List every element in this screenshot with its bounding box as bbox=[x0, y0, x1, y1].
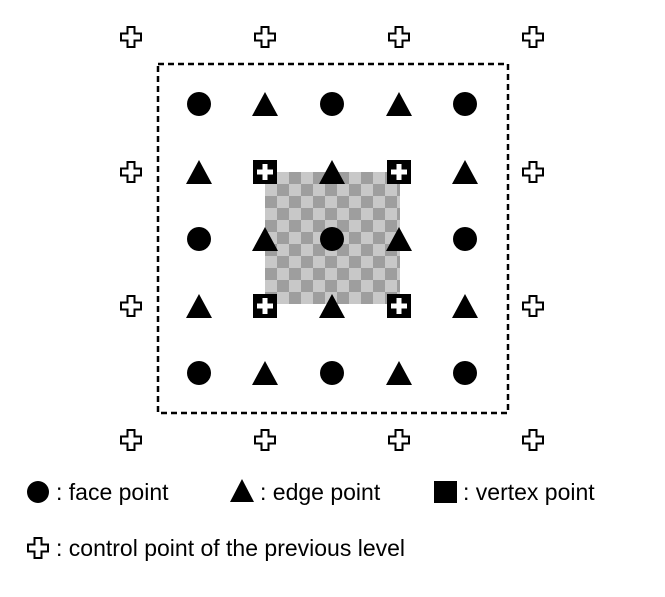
edge-point bbox=[319, 160, 345, 184]
dashed-boundary bbox=[156, 62, 510, 415]
control-point bbox=[120, 161, 142, 183]
legend-face: : face point bbox=[27, 479, 169, 505]
control-point bbox=[388, 429, 410, 451]
legend-vertex: : vertex point bbox=[434, 479, 595, 505]
edge-point bbox=[252, 227, 278, 251]
edge-point bbox=[386, 227, 412, 251]
face-point-icon bbox=[27, 481, 49, 503]
edge-point bbox=[386, 361, 412, 385]
vertex-point-icon bbox=[434, 481, 457, 503]
legend-edge: : edge point bbox=[230, 479, 381, 505]
control-point bbox=[522, 429, 544, 451]
legend-control: : control point of the previous level bbox=[27, 535, 405, 561]
control-point bbox=[120, 295, 142, 317]
edge-point bbox=[186, 294, 212, 318]
edge-point bbox=[452, 160, 478, 184]
edge-point bbox=[319, 294, 345, 318]
edge-point bbox=[186, 160, 212, 184]
face-point bbox=[187, 92, 211, 116]
face-point bbox=[187, 227, 211, 251]
legend-vertex-label: : vertex point bbox=[463, 479, 595, 505]
legend-face-label: : face point bbox=[56, 479, 169, 505]
vertex-point bbox=[253, 160, 277, 184]
control-point bbox=[522, 295, 544, 317]
vertex-point bbox=[387, 294, 411, 318]
legend: : face point : edge point : vertex point… bbox=[27, 479, 595, 561]
control-point bbox=[120, 429, 142, 451]
face-point bbox=[453, 227, 477, 251]
face-point bbox=[453, 361, 477, 385]
control-point bbox=[522, 26, 544, 48]
control-point bbox=[388, 26, 410, 48]
control-point bbox=[254, 26, 276, 48]
face-point bbox=[187, 361, 211, 385]
face-point bbox=[453, 92, 477, 116]
control-point bbox=[120, 26, 142, 48]
edge-point-icon bbox=[230, 479, 254, 502]
legend-edge-label: : edge point bbox=[260, 479, 381, 505]
control-point bbox=[254, 429, 276, 451]
control-point bbox=[522, 161, 544, 183]
face-point bbox=[320, 361, 344, 385]
vertex-point bbox=[387, 160, 411, 184]
edge-point bbox=[252, 361, 278, 385]
face-point bbox=[320, 92, 344, 116]
grid-points bbox=[186, 92, 478, 385]
edge-point bbox=[386, 92, 412, 116]
vertex-point bbox=[253, 294, 277, 318]
control-point-icon bbox=[27, 537, 49, 559]
legend-control-label: : control point of the previous level bbox=[56, 535, 405, 561]
face-point bbox=[320, 227, 344, 251]
edge-point bbox=[252, 92, 278, 116]
edge-point bbox=[452, 294, 478, 318]
